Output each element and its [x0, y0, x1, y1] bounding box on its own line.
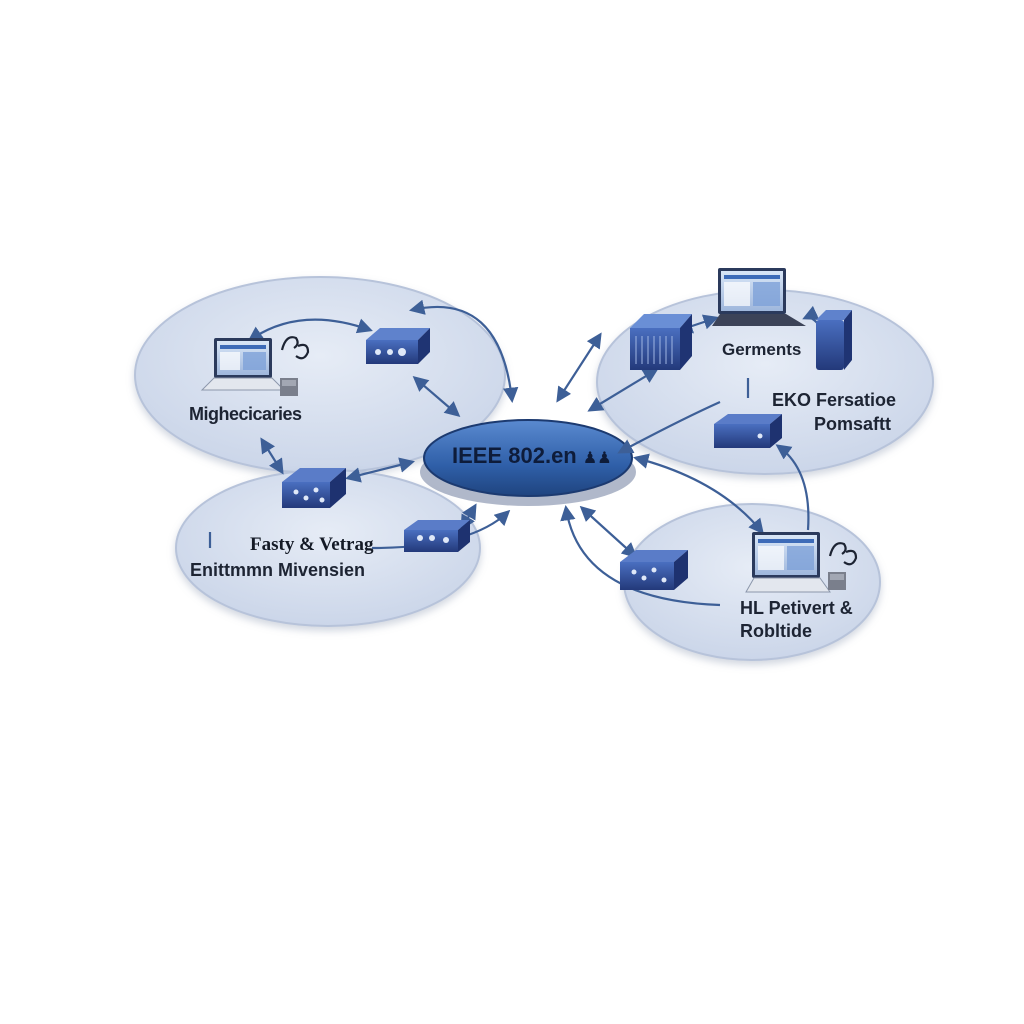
arrow-hub-laptop-br [633, 453, 764, 535]
cluster-label-bottom-left-2: Enittmmn Mivensien [190, 560, 366, 580]
cluster-label-top-right-1: Germents [722, 340, 802, 359]
cluster-label-bottom-right-2: Robltide [740, 621, 812, 641]
laptop-icon[interactable] [712, 268, 806, 326]
handset-icon [280, 336, 310, 360]
hub-device-icon[interactable] [282, 468, 346, 508]
arrow-hub-switch-right [617, 400, 721, 454]
switch-icon[interactable] [828, 572, 846, 590]
arrow-hub-device-br [579, 505, 638, 559]
arrow-right-vertical [775, 444, 810, 531]
router-icon[interactable] [366, 328, 430, 364]
arrow-hub-topright [587, 368, 659, 412]
switch-icon[interactable] [714, 414, 782, 448]
people-icon: ♟♟ [582, 450, 612, 467]
phone-icon[interactable] [816, 310, 852, 370]
arrow-laptop-router [247, 318, 373, 342]
cluster-label-top-right-2: EKO Fersatioe [772, 390, 897, 410]
laptop-icon[interactable] [200, 338, 286, 391]
hub-label-text: IEEE 802.en [452, 443, 577, 468]
cluster-label-bottom-right-1: HL Petivert & [740, 598, 853, 618]
switch-icon[interactable] [280, 378, 298, 396]
laptop-icon[interactable] [745, 532, 831, 593]
cluster-label-top-right-3: Pomsaftt [814, 414, 892, 434]
arrow-hub-curve-br [560, 504, 721, 607]
arrow-switch-hub [345, 457, 415, 483]
arrow-hub-server [556, 332, 602, 403]
arrow-router-hub-2 [412, 375, 461, 418]
arrow-router-hub [408, 299, 519, 404]
server-rack-icon[interactable] [630, 314, 692, 370]
cluster-label-bottom-left-1: Fasty & Vetrag [250, 534, 374, 555]
hub-label: IEEE 802.en ♟♟ [452, 443, 612, 469]
arrow-laptop-switch [260, 437, 284, 475]
handset-icon [828, 542, 858, 566]
hub-ellipse[interactable] [423, 419, 633, 497]
cluster-label-top-left: Mighecicaries [189, 404, 302, 424]
access-point-icon[interactable] [404, 520, 470, 552]
hub-device-icon[interactable] [620, 550, 688, 590]
